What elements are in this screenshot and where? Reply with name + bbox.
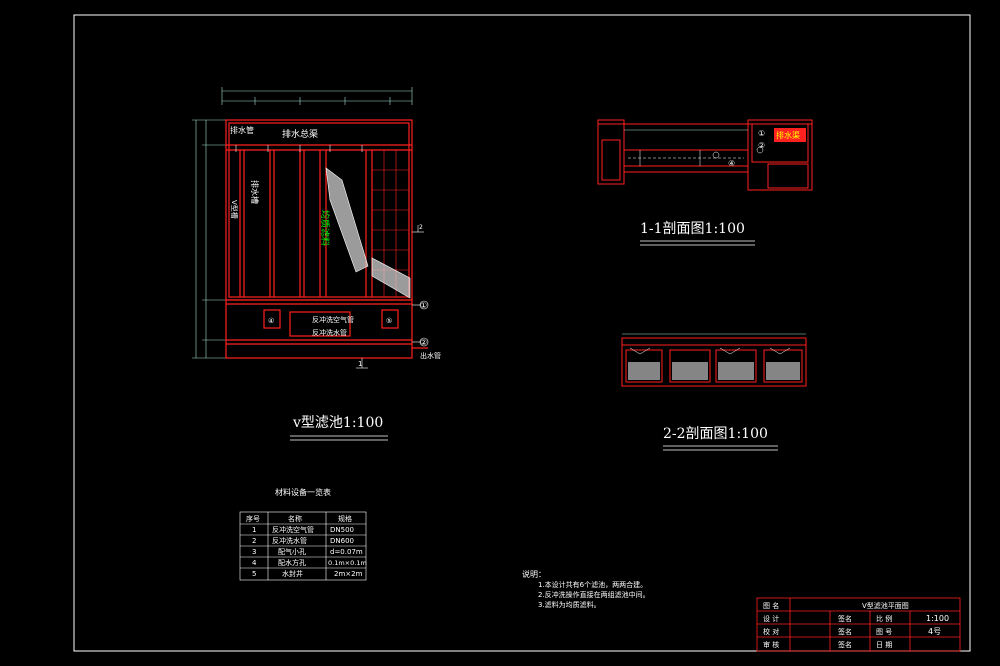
materials-table-grid (239, 511, 367, 581)
plan-flow-marks (235, 145, 363, 152)
section1-circle-4: ④ (728, 159, 735, 168)
table-row-2-name: 反冲洗水管 (272, 536, 307, 545)
table-row-4-name: 配水方孔 (278, 558, 306, 567)
section1-channel-box (774, 128, 806, 142)
table-header-spec: 规格 (338, 514, 352, 523)
plan-marker-1: 1 (358, 360, 362, 368)
title-block-right-2: 日 期 (876, 641, 892, 649)
table-row-2-spec: DN600 (330, 537, 354, 545)
title-block-drawing-title: V型滤池平面图 (862, 601, 909, 610)
section1-walls (597, 119, 813, 191)
table-row-3-index: 3 (252, 548, 256, 556)
table-header-index: 序号 (246, 514, 260, 523)
label-drain-trough: 排水槽 (250, 180, 260, 204)
notes: 说明： 1.本设计共有6个滤池，两两合建。 2.反冲洗操作直接在两组滤池中间。 … (522, 569, 650, 609)
table-row-5-name: 水封井 (282, 569, 303, 578)
label-v-trough: V型槽 (230, 200, 239, 219)
section2-title: 2-2剖面图1:100 (663, 426, 768, 442)
table-row-1-spec: DN500 (330, 526, 354, 534)
drawing-frame (73, 14, 971, 652)
title-block-left-1: 设 计 (763, 614, 779, 623)
title-block-left-2: 校 对 (763, 627, 779, 636)
table-row-5-index: 5 (252, 570, 256, 578)
title-block-mid-1: 签名 (838, 614, 852, 623)
table-header-name: 名称 (288, 514, 302, 523)
notes-heading: 说明： (522, 569, 546, 579)
notes-item-2: 2.反冲洗操作直接在两组滤池中间。 (538, 590, 650, 599)
table-row-1-index: 1 (252, 526, 256, 534)
filter-media-band-lower (371, 257, 411, 299)
table-row-4-index: 4 (252, 559, 257, 567)
plan-circle-1: ① (420, 301, 427, 310)
section2-details (622, 333, 806, 355)
table-row-1-name: 反冲洗空气管 (272, 525, 314, 534)
section1-details (624, 129, 764, 166)
table-row-3-name: 配气小孔 (278, 547, 306, 556)
plan-left-dimensions (192, 119, 228, 359)
plan-walls (225, 119, 428, 359)
section2-media (628, 362, 800, 380)
label-air-pipe: 反冲洗空气管 (312, 315, 354, 324)
title-block: V型滤池平面图 图 名 设 计 校 对 审 核 签名 签名 签名 比 例 图 号… (756, 597, 961, 652)
label-drain-pipe: 排水管 (230, 125, 254, 135)
materials-table-title: 材料设备一览表 (275, 487, 331, 497)
section-1-1: 排水渠 ① ② ④ 1-1剖面图1:100 (597, 119, 813, 246)
section1-circle-2: ② (758, 141, 765, 150)
section2-walls (621, 337, 807, 387)
section1-circle-1: ① (758, 129, 765, 138)
plan-marker-2: 2 (419, 224, 423, 231)
table-row-5-spec: 2m×2m (334, 570, 363, 578)
table-row-2-index: 2 (252, 537, 256, 545)
title-block-mid-3: 签名 (838, 640, 852, 649)
plan-section-markers (356, 225, 429, 369)
section1-title: 1-1剖面图1:100 (640, 221, 745, 237)
plan-top-dimensions (221, 87, 413, 105)
table-row-3-spec: d=0.07m (330, 548, 363, 556)
label-water-pipe: 反冲洗水管 (312, 328, 347, 337)
section1-channel-label: 排水渠 (776, 130, 800, 140)
plan-circle-2: ② (420, 338, 427, 347)
table-row-4-spec: 0.1m×0.1m (328, 559, 367, 567)
notes-item-1: 1.本设计共有6个滤池，两两合建。 (538, 580, 647, 589)
plan-circle-4: ④ (268, 317, 274, 325)
label-collect-channel: 排水总渠 (282, 128, 318, 140)
label-filter-media: 均质滤料 (319, 210, 331, 246)
title-block-left-3: 审 核 (763, 640, 779, 649)
title-block-sheet-no: 4号 (928, 627, 941, 636)
title-block-left-0: 图 名 (763, 601, 779, 610)
filter-media-band-upper (325, 167, 369, 273)
title-block-right-1: 图 号 (876, 628, 892, 636)
plan-title: v型滤池1:100 (292, 415, 383, 431)
plan-view: 排水管 排水总渠 排水槽 V型槽 均质滤料 反冲洗空气管 反冲洗水管 出水管 1… (192, 87, 441, 441)
materials-table: 材料设备一览表 序号 名称 规格 1 反冲洗空气管 DN500 2 反冲洗水管 … (239, 487, 367, 581)
title-block-scale: 1:100 (926, 614, 949, 623)
notes-item-3: 3.滤料为均质滤料。 (538, 600, 601, 609)
title-block-grid (756, 597, 961, 652)
section-2-2: 2-2剖面图1:100 (621, 333, 807, 451)
title-block-mid-2: 签名 (838, 627, 852, 636)
label-outlet-pipe: 出水管 (420, 351, 441, 360)
title-block-right-0: 比 例 (876, 614, 892, 623)
plan-circle-5: ⑤ (386, 317, 392, 325)
